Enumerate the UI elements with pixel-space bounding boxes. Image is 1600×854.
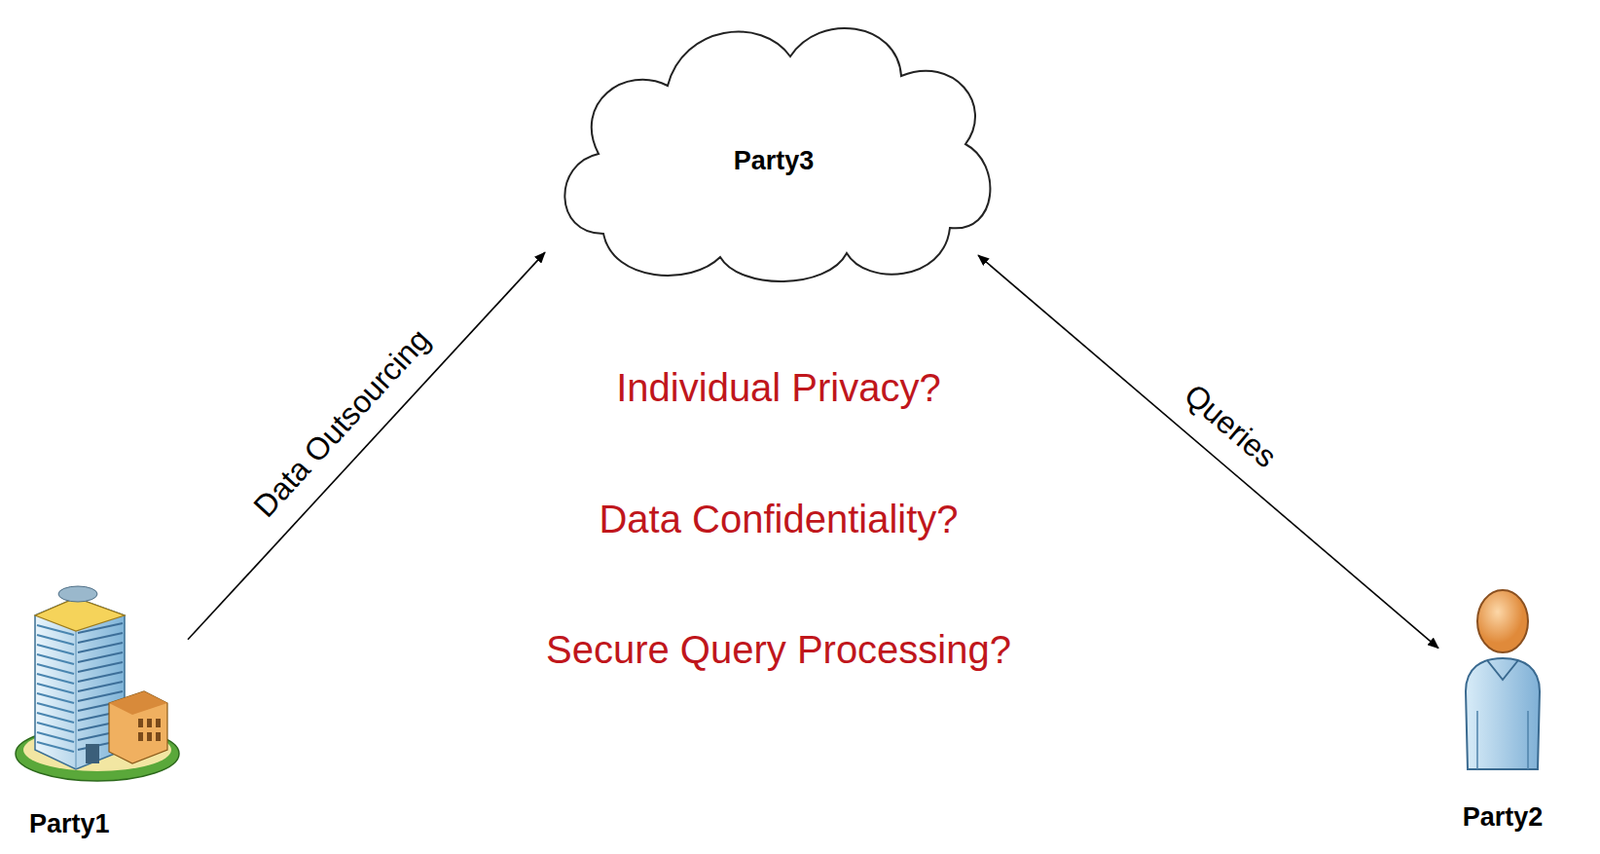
cloud-shape xyxy=(564,28,990,282)
party-name: Party1 xyxy=(7,808,188,839)
connector-arrow xyxy=(187,252,546,640)
user-node: Party2 xyxy=(1438,574,1567,833)
question-note: Secure Query Processing? xyxy=(545,627,1012,671)
party-name: Party2 xyxy=(1438,801,1567,833)
question-note: Data Confidentiality? xyxy=(598,497,958,541)
cloud-node: Party3 xyxy=(545,7,1003,292)
connector-arrow xyxy=(978,254,1439,648)
edge-label: Queries xyxy=(1174,375,1285,476)
question-note: Individual Privacy? xyxy=(616,365,942,409)
organization-node: Party1 xyxy=(7,576,188,839)
edge-label: Data Outsourcing xyxy=(245,320,439,526)
building-icon xyxy=(7,576,183,786)
party-name: Party3 xyxy=(733,145,815,177)
person-icon xyxy=(1438,574,1567,779)
